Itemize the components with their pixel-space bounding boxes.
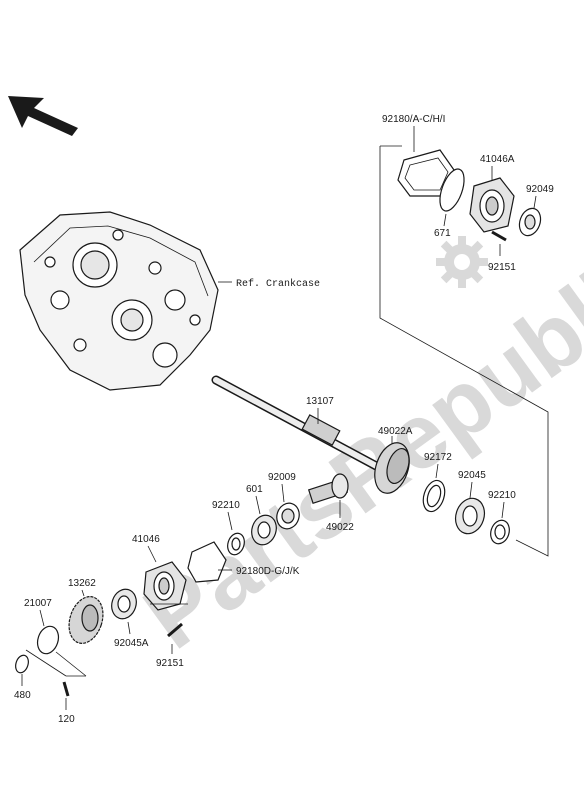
- label-120: 120: [58, 714, 75, 725]
- label-41046: 41046: [132, 534, 160, 545]
- label-49022: 49022: [326, 522, 354, 533]
- label-49022a: 49022A: [378, 426, 413, 437]
- label-480: 480: [14, 690, 31, 701]
- gasket-92180: [397, 126, 455, 197]
- label-92049: 92049: [526, 184, 554, 195]
- assembly-bracket: [379, 145, 549, 557]
- bearing-92045a: [111, 588, 137, 635]
- ref-crankcase-label: Ref. Crankcase: [236, 278, 320, 290]
- label-601: 601: [246, 484, 263, 495]
- circlip-92210-left: [227, 511, 245, 556]
- front-arrow-icon: [8, 96, 78, 136]
- bolt-92151-top: [491, 230, 507, 256]
- housing-41046a: [469, 166, 515, 233]
- bolt-120: [62, 681, 70, 710]
- label-92151-bottom: 92151: [156, 658, 184, 669]
- circlip-480: [15, 654, 29, 686]
- label-41046a: 41046A: [480, 154, 515, 165]
- label-92045a: 92045A: [114, 638, 149, 649]
- crankcase: [19, 211, 232, 391]
- oil-seal-92049: [518, 195, 542, 237]
- plate-21007: [36, 609, 60, 655]
- gasket-92180d: [187, 541, 232, 583]
- label-92172: 92172: [424, 452, 452, 463]
- gear-13262: [68, 589, 104, 644]
- label-92180-ach: 92180/A-C/H/I: [382, 114, 445, 125]
- label-671: 671: [434, 228, 451, 239]
- gear-icon: [436, 236, 488, 288]
- circlip-92210-right: [490, 501, 510, 545]
- part-labels: 92180/A-C/H/I 41046A 92049 671 92151 131…: [14, 114, 554, 725]
- label-13262: 13262: [68, 578, 96, 589]
- label-92210-right: 92210: [488, 490, 516, 501]
- label-13107: 13107: [306, 396, 334, 407]
- label-21007: 21007: [24, 598, 52, 609]
- bolt-92151-bottom: [167, 622, 183, 654]
- housing-41046: [143, 545, 187, 611]
- oil-seal-92009: [276, 483, 300, 530]
- o-ring-671: [439, 168, 465, 227]
- label-92180d: 92180D-G/J/K: [236, 566, 300, 577]
- bearing-92045: [454, 481, 486, 535]
- shaft-13107: [211, 375, 385, 473]
- bearing-601: [251, 495, 277, 546]
- leader-lines-bottom: [25, 603, 188, 677]
- shim-92172: [422, 463, 446, 513]
- bevel-gear-49022a: [374, 436, 410, 494]
- label-92151-top: 92151: [488, 262, 516, 273]
- label-92045: 92045: [458, 470, 486, 481]
- label-92009: 92009: [268, 472, 296, 483]
- pinion-49022: [307, 473, 349, 518]
- label-92210-left: 92210: [212, 500, 240, 511]
